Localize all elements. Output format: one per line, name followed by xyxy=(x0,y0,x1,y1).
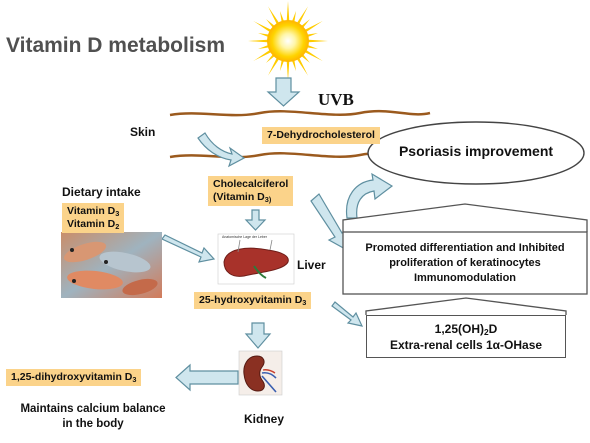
extrarenal-line1: 1,25(OH)2D xyxy=(434,322,498,338)
sun-ray xyxy=(296,56,308,76)
dihydroxyvitamin-label: 1,25-dihydroxyvitamin D3 xyxy=(11,371,137,384)
effects-line2: proliferation of keratinocytes xyxy=(389,257,541,269)
sun-ray xyxy=(305,44,318,50)
liver-figure-caption: Anatomische Lage der Leber xyxy=(222,235,267,239)
uvb-label: UVB xyxy=(318,90,354,109)
sun-ray xyxy=(305,32,318,38)
sun-ray xyxy=(286,59,290,81)
sun-ray xyxy=(279,58,285,71)
sun-ray xyxy=(303,21,323,33)
sun-ray xyxy=(291,11,297,24)
effects-up-arrow xyxy=(342,203,588,232)
sun-icon xyxy=(248,1,328,81)
extrarenal-box: 1,25(OH)2D Extra-renal cells 1α-OHase xyxy=(366,315,566,358)
dihydroxyvitamin-box: 1,25-dihydroxyvitamin D3 xyxy=(6,369,142,386)
fish-food-image xyxy=(61,232,162,298)
sun-ray xyxy=(268,56,280,76)
hydroxyvitamin-box: 25-hydroxyvitamin D3 xyxy=(194,292,312,309)
psoriasis-ellipse xyxy=(367,121,585,185)
psoriasis-label: Psoriasis improvement xyxy=(398,143,554,159)
kidney-image xyxy=(238,350,283,396)
hydroxy-to-extrarenal-arrow xyxy=(331,301,364,327)
sun-ray xyxy=(303,49,323,61)
effects-text: Promoted differentiation and Inhibited p… xyxy=(343,241,587,286)
skin-top-line xyxy=(169,109,431,117)
effects-box xyxy=(342,231,588,295)
sun-ray xyxy=(258,44,271,50)
dietary-to-liver-arrow xyxy=(161,234,216,263)
sun-ray xyxy=(306,39,328,43)
cholecalciferol-line1: Cholecalciferol xyxy=(213,178,289,190)
vitamin-d2-item: Vitamin D2 xyxy=(67,218,120,231)
extrarenal-up-arrow xyxy=(365,297,567,315)
maintains-calcium-text: Maintains calcium balance in the body xyxy=(4,402,182,432)
extrarenal-line2: Extra-renal cells 1α-OHase xyxy=(389,338,543,352)
liver-image xyxy=(217,233,295,285)
sun-to-skin-arrow xyxy=(266,77,301,107)
kidney-to-dihydroxy-arrow xyxy=(175,363,239,392)
maintains-line2: in the body xyxy=(62,418,124,430)
sun-ray xyxy=(296,6,308,26)
page-title: Vitamin D metabolism xyxy=(6,34,226,57)
hydroxy-to-kidney-arrow xyxy=(244,322,272,349)
vitamin-d3-item: Vitamin D3 xyxy=(67,205,120,218)
liver-label: Liver xyxy=(297,258,326,272)
skin-conversion-arrow xyxy=(197,132,246,168)
dehydrocholesterol-box: 7-Dehydrocholesterol xyxy=(262,127,380,144)
skin-label: Skin xyxy=(130,125,156,139)
effects-line1: Promoted differentiation and Inhibited xyxy=(365,242,565,254)
sun-ray xyxy=(248,39,270,43)
sun-ray xyxy=(291,58,297,71)
dietary-intake-label: Dietary intake xyxy=(62,185,141,199)
dietary-vitamins-box: Vitamin D3 Vitamin D2 xyxy=(62,203,125,233)
maintains-line1: Maintains calcium balance xyxy=(20,403,166,415)
sun-ray xyxy=(279,11,285,24)
hydroxyvitamin-label: 25-hydroxyvitamin D3 xyxy=(199,294,307,307)
dehydrocholesterol-label: 7-Dehydrocholesterol xyxy=(267,129,375,141)
sun-ray xyxy=(253,49,273,61)
kidney-label: Kidney xyxy=(244,412,285,426)
cholecalciferol-box: Cholecalciferol (Vitamin D3) xyxy=(208,176,294,206)
effects-to-psoriasis-arrow xyxy=(345,172,394,219)
sun-ray xyxy=(268,6,280,26)
effects-line3: Immunomodulation xyxy=(413,272,517,284)
sun-ray xyxy=(258,32,271,38)
sun-ray xyxy=(253,21,273,33)
cholecalciferol-to-liver-arrow xyxy=(244,209,267,231)
sun-ray xyxy=(286,1,290,23)
cholecalciferol-line2: (Vitamin D3) xyxy=(213,191,272,204)
